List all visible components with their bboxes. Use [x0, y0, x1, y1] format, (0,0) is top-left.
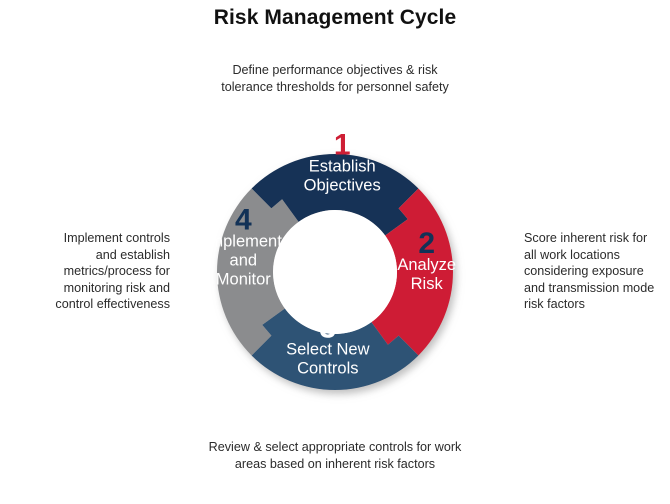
segment-number-establish-objectives: 1: [334, 128, 351, 161]
page-title: Risk Management Cycle: [213, 6, 457, 29]
segment-implement-and-monitor[interactable]: [216, 188, 299, 356]
segment-number-analyze-risk: 2: [418, 227, 435, 260]
segment-establish-objectives[interactable]: [251, 153, 419, 236]
segment-label-implement-and-monitor-line-2: Monitor: [216, 270, 272, 288]
segment-label-select-new-controls-line-1: Controls: [297, 360, 358, 378]
annotation-establish-objectives: Define performance objectives & risk tol…: [221, 63, 449, 94]
segment-label-implement-and-monitor-line-1: and: [230, 251, 258, 269]
segment-label-analyze-risk-line-0: Analyze: [397, 256, 456, 274]
segment-number-select-new-controls: 3: [319, 312, 336, 345]
annotation-analyze-risk: Score inherent risk for all work locatio…: [524, 231, 655, 311]
segment-label-analyze-risk-line-1: Risk: [411, 275, 444, 293]
segment-label-establish-objectives-line-0: Establish: [309, 157, 376, 175]
donut-hub: [273, 210, 397, 334]
segment-analyze-risk[interactable]: [371, 188, 454, 356]
annotation-implement-and-monitor: Implement controls and establish metrics…: [55, 231, 170, 311]
segment-number-implement-and-monitor: 4: [235, 203, 252, 236]
segment-label-establish-objectives-line-1: Objectives: [304, 176, 381, 194]
annotation-select-new-controls: Review & select appropriate controls for…: [208, 440, 462, 471]
segment-label-implement-and-monitor-line-0: Implement: [205, 232, 282, 250]
segment-select-new-controls[interactable]: [251, 308, 419, 391]
donut-ring: [216, 153, 454, 391]
segment-label-select-new-controls-line-0: Select New: [286, 341, 370, 359]
